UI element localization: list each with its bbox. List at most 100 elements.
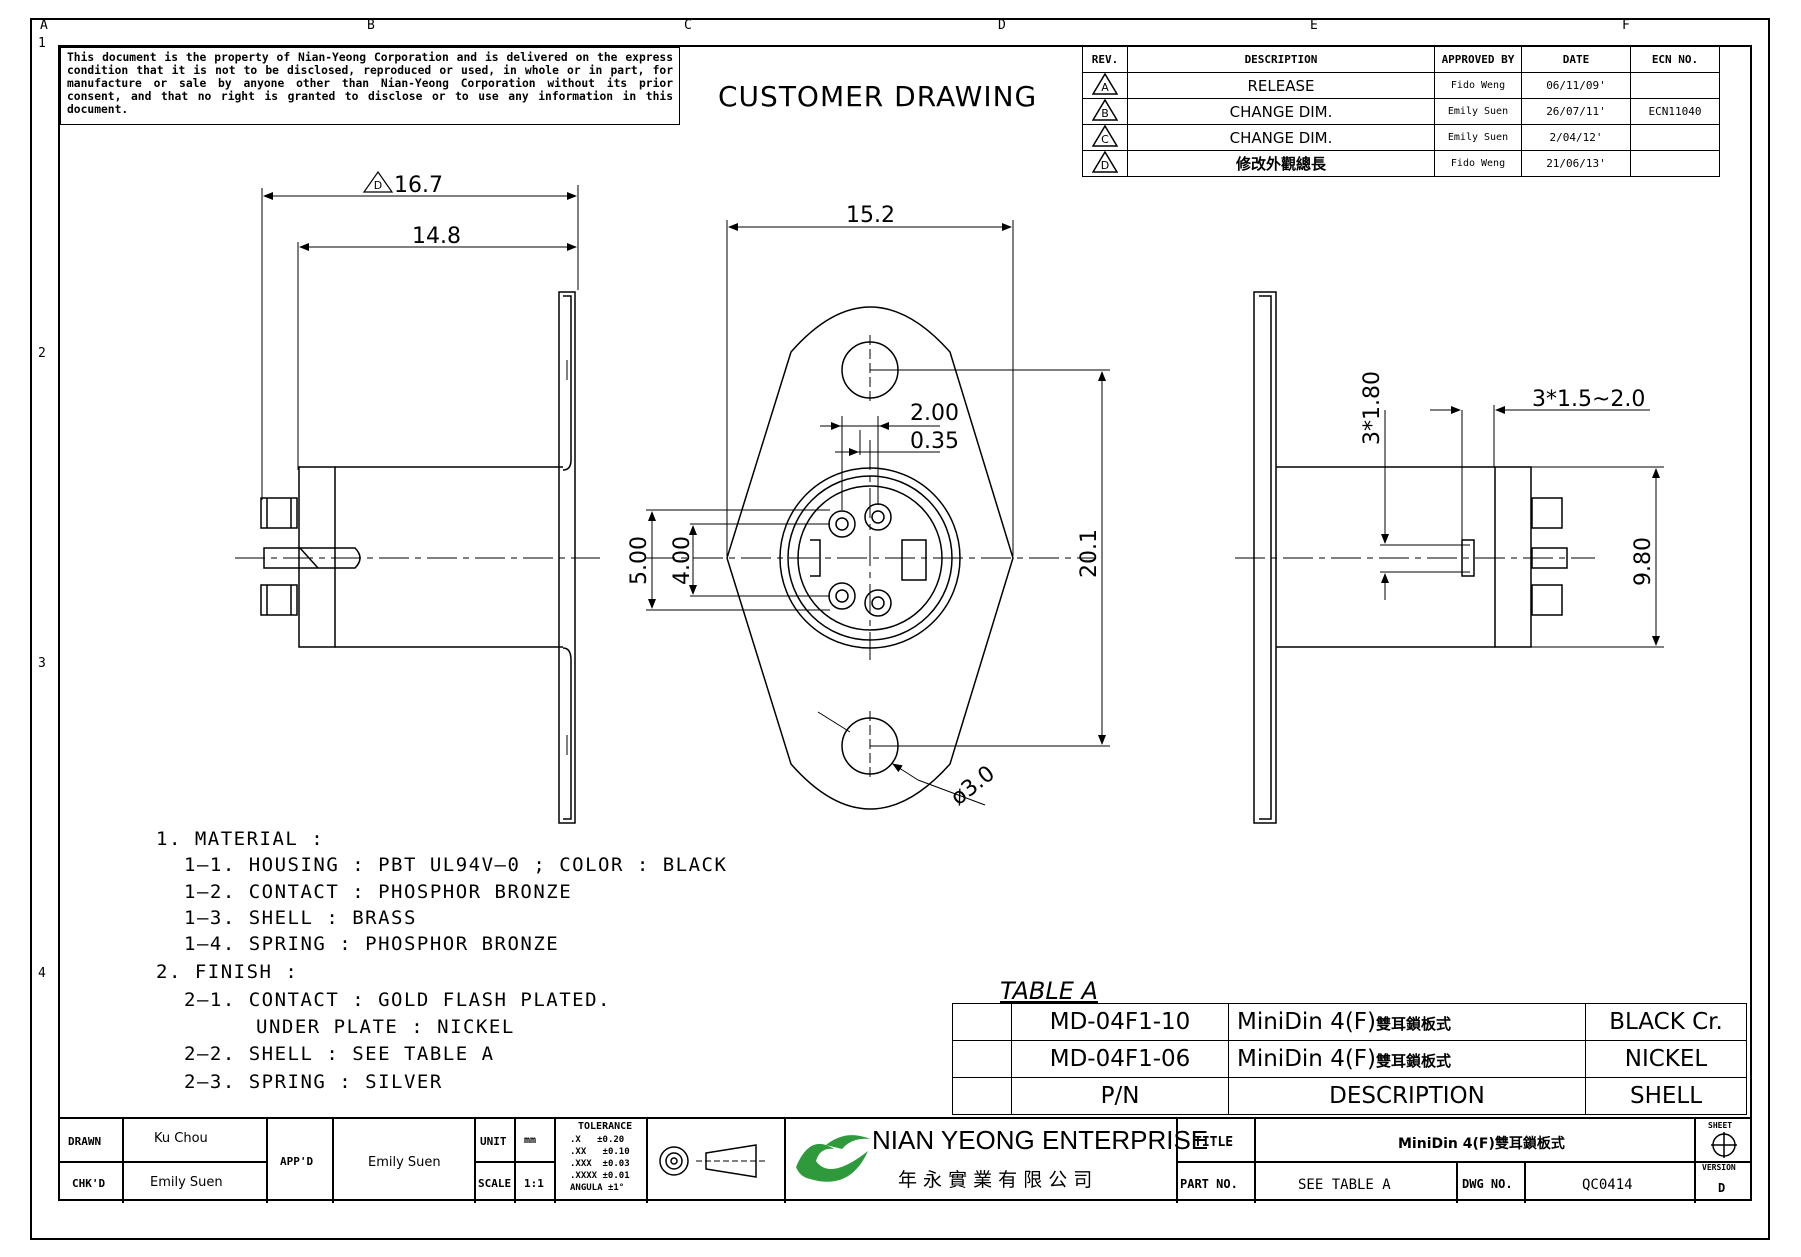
note-line: UNDER PLATE : NICKEL bbox=[256, 1016, 515, 1038]
title-value: MiniDin 4(F)雙耳鎖板式 bbox=[1398, 1136, 1565, 1152]
table-a-pn: MD-04F1-06 bbox=[1011, 1040, 1229, 1078]
appd-label: APP'D bbox=[280, 1155, 314, 1168]
rev-approved: Emily Suen bbox=[1434, 124, 1522, 151]
table-a-desc-cn: 雙耳鎖板式 bbox=[1376, 1015, 1452, 1033]
zone-letter-a: A bbox=[40, 18, 48, 33]
rev-row: B CHANGE DIM. Emily Suen 26/07/11' ECN11… bbox=[1082, 98, 1720, 125]
side-view-right bbox=[1235, 291, 1664, 824]
drawing-sheet-border bbox=[30, 18, 1770, 1240]
rev-header-ecn: ECN NO. bbox=[1630, 45, 1720, 73]
rev-triangle-icon: C bbox=[1091, 124, 1119, 147]
note-line: 1—1. HOUSING : PBT UL94V—0 ; COLOR : BLA… bbox=[184, 854, 728, 876]
rev-description: CHANGE DIM. bbox=[1127, 124, 1435, 151]
zone-letter-f: F bbox=[1622, 18, 1630, 33]
rev-date: 26/07/11' bbox=[1521, 98, 1631, 125]
rev-triangle-icon: A bbox=[1091, 72, 1119, 95]
appd-value: Emily Suen bbox=[368, 1155, 441, 1170]
part-no-label: PART NO. bbox=[1180, 1177, 1238, 1191]
dim-20-1: 20.1 bbox=[1077, 529, 1102, 578]
rev-description: RELEASE bbox=[1127, 72, 1435, 99]
dwg-no-label: DWG NO. bbox=[1462, 1177, 1513, 1191]
table-a-row: MD-04F1-10 MiniDin 4(F)雙耳鎖板式 BLACK Cr. bbox=[952, 1003, 1747, 1041]
tolerance-row: .XX ±0.10 bbox=[570, 1147, 630, 1157]
note-line: 2—3. SPRING : SILVER bbox=[184, 1071, 443, 1093]
rev-letter: C bbox=[1101, 133, 1109, 146]
table-a-title: TABLE A bbox=[1000, 977, 1098, 1005]
unit-label: UNIT bbox=[480, 1135, 507, 1148]
title-block: DRAWN Ku Chou CHK'D Emily Suen APP'D Emi… bbox=[58, 1117, 1752, 1203]
dim-3x1-5-2-0: 3*1.5~2.0 bbox=[1532, 387, 1645, 412]
dwg-no-value: QC0414 bbox=[1582, 1177, 1633, 1193]
sheet-target-icon bbox=[1710, 1131, 1738, 1164]
company-logo-icon bbox=[790, 1127, 876, 1192]
zone-letter-b: B bbox=[367, 18, 375, 33]
scale-value: 1:1 bbox=[524, 1177, 544, 1190]
rev-approved: Fido Weng bbox=[1434, 150, 1522, 177]
table-a: MD-04F1-10 MiniDin 4(F)雙耳鎖板式 BLACK Cr. M… bbox=[952, 1003, 1747, 1115]
rev-letter: D bbox=[1101, 159, 1109, 172]
tolerance-row: .XXXX ±0.01 bbox=[570, 1171, 630, 1181]
note-line: 1. MATERIAL : bbox=[156, 828, 325, 850]
note-line: 1—2. CONTACT : PHOSPHOR BRONZE bbox=[184, 881, 573, 903]
side-view-left: D bbox=[235, 170, 600, 824]
company-name-cn: 年 永 實 業 有 限 公 司 bbox=[898, 1169, 1093, 1191]
rev-letter: A bbox=[1101, 81, 1109, 94]
drawn-label: DRAWN bbox=[68, 1135, 102, 1148]
note-line: 2—2. SHELL : SEE TABLE A bbox=[184, 1043, 495, 1065]
scale-label: SCALE bbox=[478, 1177, 512, 1190]
tolerance-row: ANGULA ±1° bbox=[570, 1183, 625, 1193]
tolerance-row: .XXX ±0.03 bbox=[570, 1159, 630, 1169]
zone-number-2: 2 bbox=[38, 346, 46, 361]
drawing-title: CUSTOMER DRAWING bbox=[718, 80, 1038, 113]
dim-5-00: 5.00 bbox=[627, 536, 652, 585]
part-no-value: SEE TABLE A bbox=[1298, 1177, 1391, 1193]
table-a-header-row: P/N DESCRIPTION SHELL bbox=[952, 1077, 1747, 1115]
table-a-row: MD-04F1-06 MiniDin 4(F)雙耳鎖板式 NICKEL bbox=[952, 1040, 1747, 1078]
company-name-en: NIAN YEONG ENTERPRISE bbox=[872, 1125, 1209, 1155]
dim-0-35: 0.35 bbox=[910, 429, 959, 454]
dim-2-00: 2.00 bbox=[910, 401, 959, 426]
rev-ecn bbox=[1630, 72, 1720, 99]
zone-letter-d: D bbox=[998, 18, 1006, 33]
dim-4-00: 4.00 bbox=[670, 536, 695, 585]
proprietary-notice: This document is the property of Nian-Ye… bbox=[60, 47, 680, 125]
rev-ecn bbox=[1630, 150, 1720, 177]
zone-letter-e: E bbox=[1310, 18, 1318, 33]
tolerance-row: .X ±0.20 bbox=[570, 1135, 625, 1145]
rev-ecn: ECN11040 bbox=[1630, 98, 1720, 125]
rev-row: A RELEASE Fido Weng 06/11/09' bbox=[1082, 72, 1720, 99]
dim-14-8: 14.8 bbox=[412, 224, 461, 249]
rev-row: C CHANGE DIM. Emily Suen 2/04/12' bbox=[1082, 124, 1720, 151]
sheet-label: SHEET bbox=[1708, 1121, 1733, 1130]
rev-header-date: DATE bbox=[1521, 45, 1631, 73]
zone-number-3: 3 bbox=[38, 656, 46, 671]
drawing-frame bbox=[58, 45, 1752, 1201]
rev-header-rev: REV. bbox=[1082, 45, 1128, 73]
zone-letter-c: C bbox=[684, 18, 692, 33]
table-a-shell: BLACK Cr. bbox=[1585, 1003, 1747, 1041]
rev-row: D 修改外觀總長 Fido Weng 21/06/13' bbox=[1082, 150, 1720, 177]
front-view bbox=[645, 220, 1110, 810]
table-a-shell: NICKEL bbox=[1585, 1040, 1747, 1078]
version-label: VERSION bbox=[1702, 1163, 1736, 1172]
note-line: 2. FINISH : bbox=[156, 961, 299, 983]
table-a-header-desc: DESCRIPTION bbox=[1228, 1077, 1586, 1115]
zone-number-4: 4 bbox=[38, 966, 46, 981]
rev-header-approved: APPROVED BY bbox=[1434, 45, 1522, 73]
rev-date: 06/11/09' bbox=[1521, 72, 1631, 99]
dim-15-2: 15.2 bbox=[846, 203, 895, 228]
note-line: 2—1. CONTACT : GOLD FLASH PLATED. bbox=[184, 989, 611, 1011]
revision-table: REV. DESCRIPTION APPROVED BY DATE ECN NO… bbox=[1082, 45, 1720, 177]
version-value: D bbox=[1718, 1181, 1726, 1195]
tolerance-list: .X ±0.20 .XX ±0.10 .XXX ±0.03 .XXXX ±0.0… bbox=[570, 1134, 630, 1194]
table-a-desc-cn: 雙耳鎖板式 bbox=[1376, 1052, 1452, 1070]
projection-symbol-icon bbox=[656, 1141, 776, 1186]
table-a-pn: MD-04F1-10 bbox=[1011, 1003, 1229, 1041]
dim-9-80: 9.80 bbox=[1631, 537, 1656, 586]
drawn-value: Ku Chou bbox=[154, 1131, 208, 1146]
rev-header-description: DESCRIPTION bbox=[1127, 45, 1435, 73]
table-a-desc: MiniDin 4(F) bbox=[1237, 1046, 1376, 1072]
rev-date: 2/04/12' bbox=[1521, 124, 1631, 151]
zone-number-1: 1 bbox=[38, 36, 46, 51]
